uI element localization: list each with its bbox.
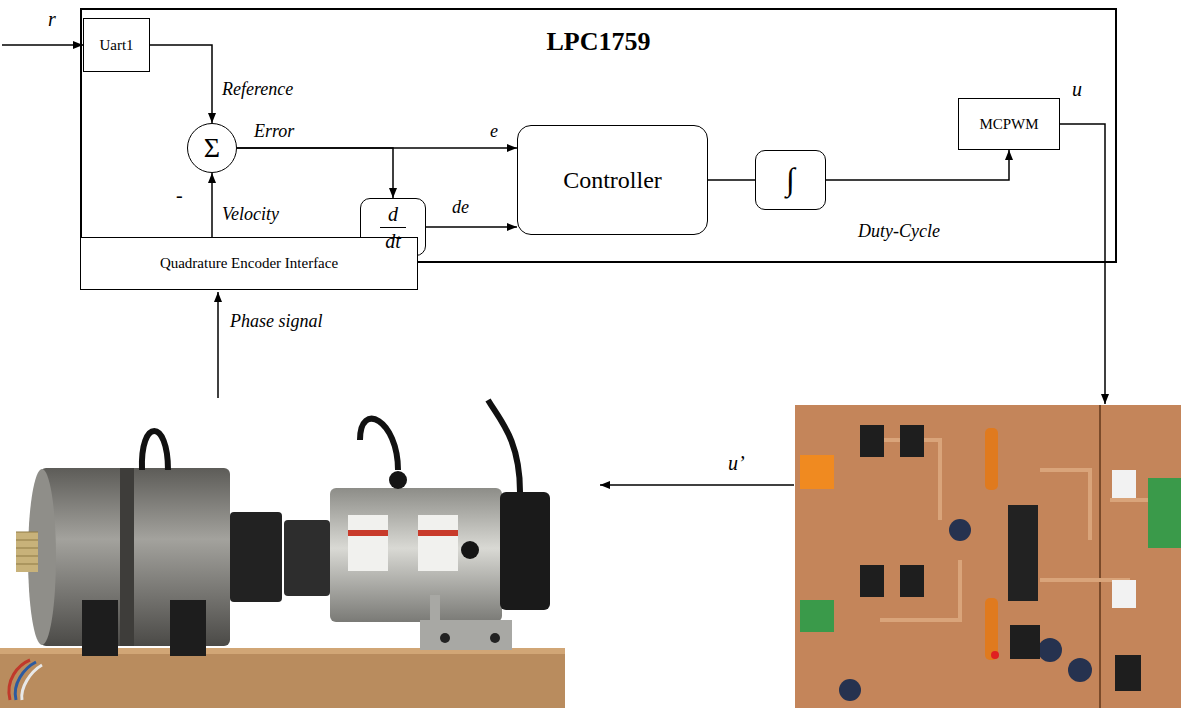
signal-connector <box>826 150 1009 180</box>
signal-label: u <box>1072 78 1082 100</box>
photo-shape <box>0 648 565 708</box>
signal-connector <box>237 148 393 198</box>
photo-shape <box>2 44 83 46</box>
photo-shape <box>217 292 219 398</box>
photo-shape <box>430 595 440 625</box>
photo-shape <box>360 419 398 470</box>
photo-shape <box>1115 655 1141 691</box>
photo-shape <box>82 600 118 656</box>
photo-shape <box>991 651 999 659</box>
mcu-boundary: LPC1759Uart1ΣddtController∫MCPWMQuadratu… <box>80 8 1117 263</box>
block-label: MCPWM <box>979 116 1038 133</box>
photo-shape <box>170 600 206 656</box>
driver-board-photo <box>795 405 1181 708</box>
edge-label: Error <box>254 122 294 142</box>
photo-shape <box>389 471 407 489</box>
edge-label: de <box>452 198 469 218</box>
photo-shape <box>284 520 330 596</box>
photo-shape <box>1038 638 1062 662</box>
photo-shape <box>440 633 450 643</box>
block-label: Controller <box>563 167 662 193</box>
photo-shape <box>800 455 834 489</box>
block-label: Quadrature Encoder Interface <box>160 255 338 272</box>
photo-shape <box>600 484 794 486</box>
signal-label: - <box>176 184 183 206</box>
photo-shape <box>490 633 500 643</box>
controller-block: Controller <box>517 125 708 235</box>
signal-label: e <box>490 122 498 142</box>
summing-junction: Σ <box>187 123 237 173</box>
photo-shape <box>120 468 134 646</box>
signal-label: r <box>48 8 56 30</box>
signal-connector <box>708 179 755 181</box>
uart-block: Uart1 <box>83 18 150 72</box>
photo-shape <box>1112 470 1136 498</box>
photo-shape <box>461 541 479 559</box>
encoder-interface-block: Quadrature Encoder Interface <box>80 237 418 290</box>
chip-title: LPC1759 <box>82 28 1115 57</box>
signal-connector <box>150 45 212 123</box>
photo-shape <box>800 600 834 632</box>
photo-shape <box>1112 580 1136 608</box>
photo-shape <box>348 515 388 571</box>
signal-connector <box>211 173 213 237</box>
photo-shape <box>1148 478 1181 548</box>
photo-shape <box>22 665 42 700</box>
photo-shape <box>330 488 502 622</box>
block-label: d <box>388 203 398 225</box>
photo-shape <box>949 519 971 541</box>
signal-connector <box>426 226 517 228</box>
photo-shape <box>348 530 388 536</box>
photo-shape <box>1068 658 1092 682</box>
motor-photo <box>0 400 565 708</box>
photo-shape <box>418 530 458 536</box>
photo-shape <box>230 512 282 602</box>
photo-shape <box>1099 405 1101 708</box>
photo-shape <box>142 431 168 470</box>
fraction-bar <box>380 227 406 228</box>
photo-shape <box>900 565 924 597</box>
signal-label: Phase signal <box>230 312 323 332</box>
block-label: ∫ <box>786 162 795 197</box>
signal-label: Duty-Cycle <box>858 222 940 242</box>
photo-shape <box>16 532 38 572</box>
photo-shape <box>1060 124 1105 404</box>
photo-shape <box>1010 625 1040 659</box>
block-label: Σ <box>204 133 220 164</box>
photo-shape <box>1008 505 1038 601</box>
integrator-block: ∫ <box>755 150 826 210</box>
photo-shape <box>795 405 1181 708</box>
photo-shape <box>900 425 924 457</box>
photo-shape <box>860 565 884 597</box>
edge-label: Velocity <box>222 205 279 225</box>
photo-shape <box>985 598 998 660</box>
block-label: Uart1 <box>99 37 133 54</box>
photo-shape <box>418 515 458 571</box>
photo-shape <box>860 425 884 457</box>
signal-label: u’ <box>728 452 745 474</box>
photo-shape <box>488 400 520 492</box>
photo-shape <box>500 492 550 610</box>
block-label: dt <box>385 230 401 252</box>
edge-label: Reference <box>222 80 293 100</box>
photo-shape <box>985 428 998 490</box>
photo-shape <box>839 679 861 701</box>
photo-shape <box>16 532 38 564</box>
photo-shape <box>860 440 1160 620</box>
pwm-block: MCPWM <box>958 98 1060 150</box>
